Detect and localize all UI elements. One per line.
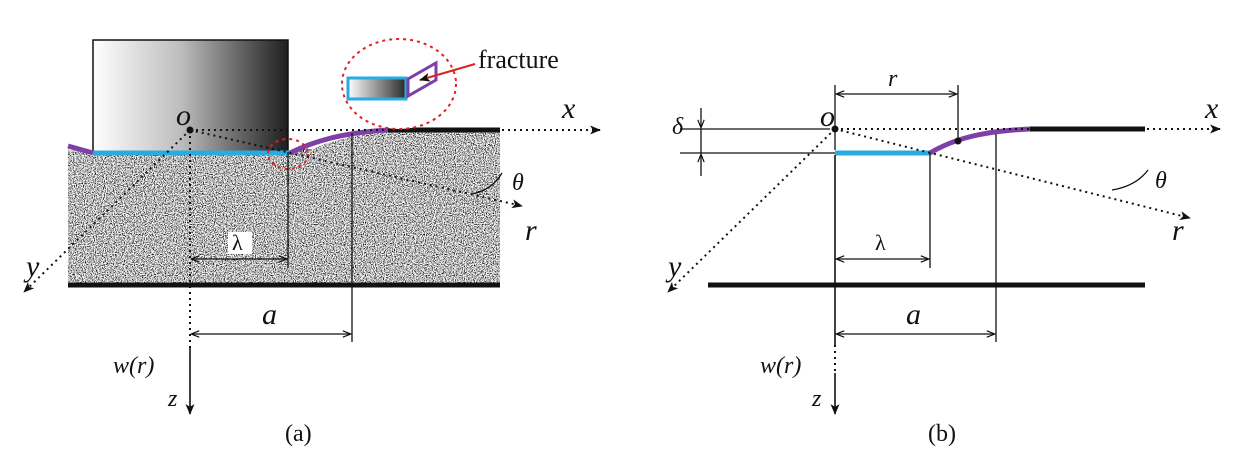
rigid-punch — [92, 39, 289, 153]
x-label-b: x — [1204, 92, 1219, 125]
lambda-label-a: λ — [232, 230, 243, 255]
a-label-a: a — [262, 298, 277, 331]
theta-label-b: θ — [1155, 168, 1167, 194]
fracture-zone-b — [928, 126, 1031, 156]
y-label-b: y — [665, 250, 682, 283]
fracture-zone-right — [288, 127, 389, 156]
r-axis — [189, 129, 523, 209]
delta-label: δ — [672, 114, 684, 140]
r-point-b — [954, 137, 962, 145]
theta-arc-b — [1111, 169, 1149, 191]
theta-label-a: θ — [512, 170, 524, 196]
panel-a: o x r y z θ λ a w(r) (a) fracture — [23, 38, 601, 447]
lambda-label-b: λ — [875, 230, 886, 255]
a-label-b: a — [906, 298, 921, 331]
edge-highlight — [267, 138, 309, 170]
fracture-zone-left — [67, 143, 94, 156]
fracture-inset: fracture — [341, 38, 559, 130]
origin-label-a: o — [176, 99, 191, 132]
w-label-b: w(r) — [760, 353, 801, 379]
fracture-pointer-arrow — [419, 63, 476, 82]
r-dim-label-b: r — [888, 66, 898, 92]
z-label-b: z — [811, 386, 822, 412]
caption-a: (a) — [285, 421, 312, 447]
r-axis-b — [834, 128, 1191, 220]
lambda-label-bg — [228, 232, 252, 254]
theta-arc — [471, 172, 503, 195]
panel-b: o x r y z θ δ r λ a w(r) (b) — [665, 66, 1221, 447]
inset-punch — [346, 76, 408, 101]
y-axis — [23, 129, 191, 293]
y-label-a: y — [23, 250, 40, 283]
fracture-label: fracture — [478, 45, 559, 74]
r-label-b: r — [1172, 214, 1184, 247]
origin-label-b: o — [820, 100, 835, 133]
w-label-a: w(r) — [113, 353, 154, 379]
origin-point — [186, 126, 194, 134]
caption-b: (b) — [928, 421, 956, 447]
z-label-a: z — [167, 386, 178, 412]
x-label-a: x — [561, 92, 576, 125]
origin-point-b — [831, 125, 839, 133]
r-label-a: r — [525, 214, 537, 247]
substrate — [68, 130, 500, 284]
